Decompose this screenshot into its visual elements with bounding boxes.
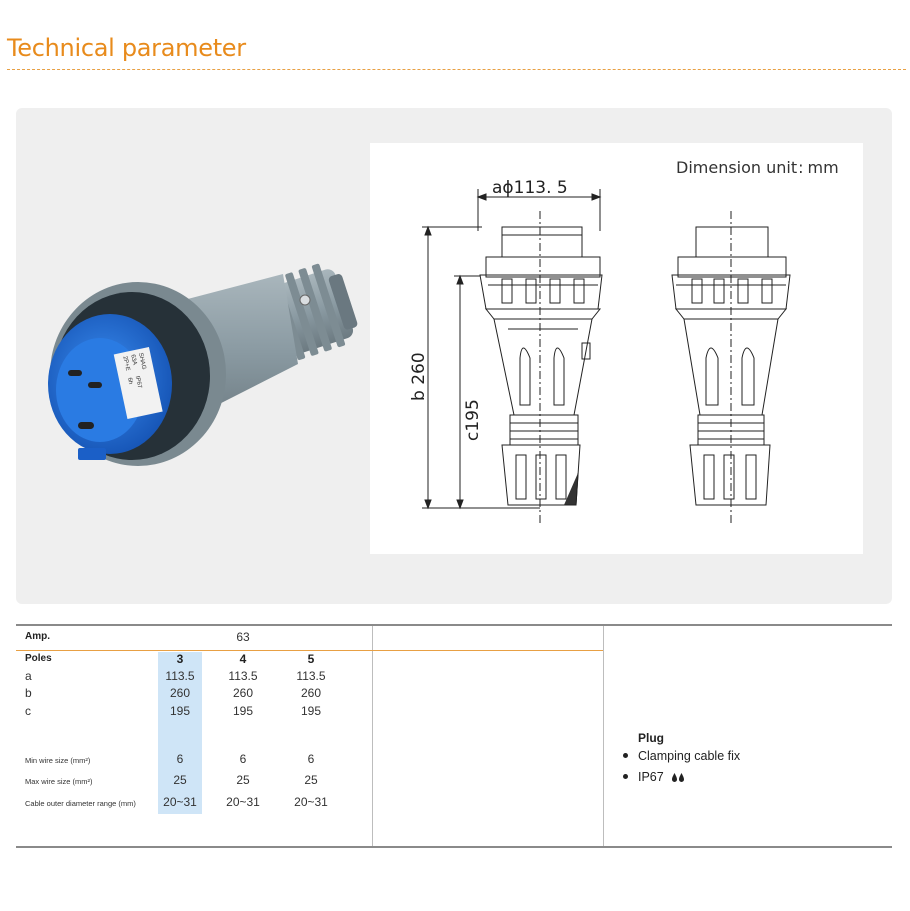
photo-label-line-2: 63A bbox=[129, 354, 137, 366]
table-bottom-border bbox=[16, 846, 892, 848]
dimension-b-label: b 260 bbox=[409, 352, 429, 401]
poles-value: 4 bbox=[239, 652, 247, 666]
water-drop-icon bbox=[672, 772, 685, 782]
amp-label: Amp. bbox=[25, 631, 50, 642]
photo-label-line-4: 2P+E bbox=[121, 356, 130, 372]
table-cell: 195 bbox=[300, 704, 322, 718]
table-top-border bbox=[16, 624, 892, 626]
table-cell: 6 bbox=[239, 752, 247, 766]
row-label-min-wire: Min wire size (mm²) bbox=[25, 756, 91, 765]
poles-value: 3 bbox=[176, 652, 184, 666]
table-cell: 20~31 bbox=[163, 795, 197, 809]
poles-label: Poles bbox=[25, 653, 52, 664]
highlighted-column bbox=[158, 652, 202, 814]
table-cell: 195 bbox=[169, 704, 191, 718]
table-cell: 260 bbox=[300, 686, 322, 700]
features-title: Plug bbox=[638, 731, 664, 745]
row-label-max-wire: Max wire size (mm²) bbox=[25, 777, 93, 786]
amp-value: 63 bbox=[236, 630, 250, 644]
poles-value: 5 bbox=[307, 652, 315, 666]
table-cell: 195 bbox=[232, 704, 254, 718]
plug-product-image: SHAG 63A IP67 2P+E 6h bbox=[48, 263, 358, 466]
plug-side-view bbox=[479, 211, 603, 523]
table-header-rule bbox=[16, 650, 603, 651]
photo-label-line-1: SHAG bbox=[137, 352, 146, 370]
table-cell: 113.5 bbox=[228, 669, 258, 683]
title-divider bbox=[7, 69, 906, 70]
table-cell: 25 bbox=[304, 773, 318, 787]
row-label-a: a bbox=[25, 669, 32, 683]
feature-item: IP67 bbox=[623, 770, 685, 784]
dimension-c-label: c195 bbox=[463, 399, 483, 441]
page-title: Technical parameter bbox=[7, 34, 246, 62]
table-cell: 113.5 bbox=[296, 669, 326, 683]
plug-front-view bbox=[671, 211, 791, 523]
dimension-unit-label: Dimension unit:mm bbox=[676, 158, 839, 177]
table-cell: 6 bbox=[307, 752, 315, 766]
table-cell: 25 bbox=[236, 773, 250, 787]
dimension-a-label: aϕ113. 5 bbox=[492, 178, 568, 198]
photo-label-line-3: IP67 bbox=[134, 376, 143, 390]
photo-label-line-5: 6h bbox=[126, 377, 133, 385]
table-cell: 20~31 bbox=[226, 795, 260, 809]
dimension-drawing bbox=[370, 143, 863, 554]
row-label-c: c bbox=[25, 704, 31, 718]
table-cell: 25 bbox=[173, 773, 187, 787]
technical-drawing: aϕ113. 5 b 260 c195 bbox=[409, 178, 791, 523]
row-label-b: b bbox=[25, 686, 32, 700]
bullet-icon bbox=[623, 774, 628, 780]
table-divider bbox=[372, 626, 373, 846]
table-cell: 260 bbox=[169, 686, 191, 700]
row-label-cable-range: Cable outer diameter range (mm) bbox=[25, 799, 136, 808]
table-cell: 113.5 bbox=[165, 669, 195, 683]
table-cell: 6 bbox=[176, 752, 184, 766]
table-cell: 20~31 bbox=[294, 795, 328, 809]
table-cell: 260 bbox=[232, 686, 254, 700]
bullet-icon bbox=[623, 753, 628, 759]
feature-item: Clamping cable fix bbox=[623, 749, 740, 763]
table-divider bbox=[603, 626, 604, 846]
